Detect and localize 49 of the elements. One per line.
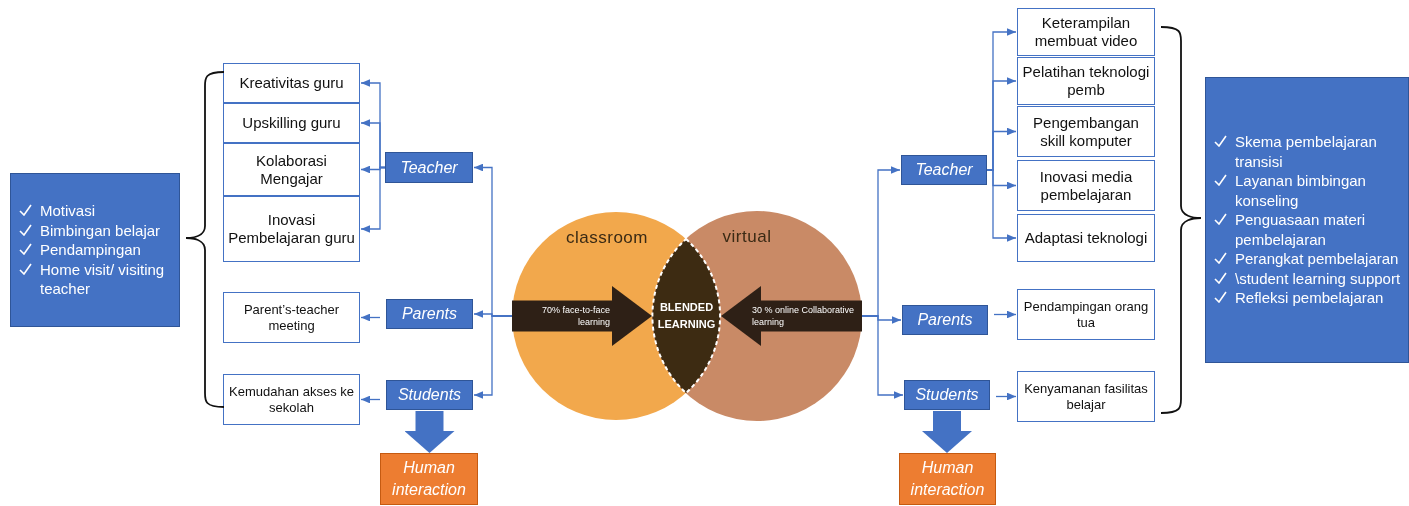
connector-arrow — [861, 315, 904, 399]
outcome-box: Human interaction — [380, 453, 478, 505]
text-box: Parent’s-teacher meeting — [223, 292, 360, 343]
role-box: Parents — [386, 299, 473, 329]
text-box: Kenyamanan fasilitas belajar — [1017, 371, 1155, 422]
overlap-label: BLENDED LEARNING — [656, 300, 717, 333]
checklist-item: Refleksi pembelajaran — [1235, 288, 1384, 308]
checklist-item: Penguasaan materi pembelajaran — [1235, 210, 1367, 250]
role-box: Teacher — [901, 155, 987, 185]
block-arrow — [512, 286, 652, 346]
checklist-item: Bimbingan belajar — [40, 220, 161, 241]
checklist-item: Perangkat pembelajaran — [1235, 249, 1399, 269]
role-box: Students — [386, 380, 473, 410]
text-box: Inovasi Pembelajaran guru — [223, 196, 360, 262]
block-arrow — [721, 286, 862, 346]
text-box: Kreativitas guru — [223, 63, 360, 103]
text-box: Pendampingan orang tua — [1017, 289, 1155, 340]
text-box: Adaptasi teknologi — [1017, 214, 1155, 262]
text-box: Pelatihan teknologi pemb — [1017, 57, 1155, 105]
connector-arrow — [360, 166, 386, 233]
role-box: Parents — [902, 305, 988, 335]
text-box: Inovasi media pembelajaran — [1017, 160, 1155, 211]
text-box: Pengembangan skill komputer — [1017, 106, 1155, 157]
block-arrow — [404, 411, 455, 453]
connector-arrow — [360, 395, 381, 404]
checklist-item: Skema pembelajaran transisi — [1235, 132, 1378, 172]
checklist-item: \student learning support — [1235, 268, 1401, 289]
text-box: Keterampilan membuat video — [1017, 8, 1155, 56]
text-box: Kemudahan akses ke sekolah — [223, 374, 360, 425]
checklist-item: Layanan bimbingan konseling — [1235, 171, 1367, 211]
checklist-item: Home visit/ visiting teacher — [40, 259, 166, 299]
role-box: Students — [904, 380, 990, 410]
connector-arrow — [993, 310, 1017, 319]
outcome-box: Human interaction — [899, 453, 996, 505]
venn-label: virtual — [721, 227, 773, 247]
venn-label: classroom — [565, 228, 649, 248]
text-box: Upskilling guru — [223, 103, 360, 143]
edge-label: 70% face-to-face learning — [540, 304, 610, 329]
text-box: Kolaborasi Mengajar — [223, 143, 360, 196]
checklist-panel — [10, 173, 180, 327]
connector-arrow — [360, 313, 381, 322]
checklist-item: Motivasi — [40, 201, 95, 221]
connector-arrow — [995, 392, 1017, 401]
edge-label: 30 % online Collaborative learning — [752, 304, 856, 329]
block-arrow — [922, 411, 972, 453]
checklist-item: Pendampingan — [40, 240, 141, 260]
checklist-panel — [1205, 77, 1409, 363]
connector-arrow — [473, 315, 513, 399]
role-box: Teacher — [385, 152, 473, 183]
